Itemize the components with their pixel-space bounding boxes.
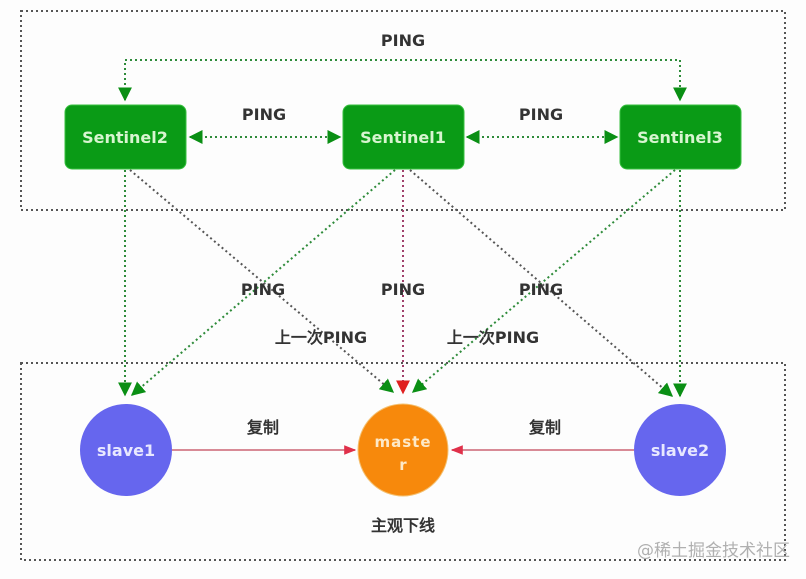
slave1-label: slave1 bbox=[97, 441, 155, 460]
slave1-node[interactable]: slave1 bbox=[80, 404, 172, 496]
link-sentinel2-sentinel3 bbox=[118, 59, 687, 102]
label-subjective-down: 主观下线 bbox=[371, 516, 435, 535]
sentinel3-label: Sentinel3 bbox=[637, 128, 723, 147]
label-ping-top: PING bbox=[381, 31, 425, 50]
sentinel1-label: Sentinel1 bbox=[360, 128, 446, 147]
label-last-ping-left: 上一次PING bbox=[275, 328, 367, 347]
slave2-node[interactable]: slave2 bbox=[634, 404, 726, 496]
link-sentinel2-master bbox=[129, 169, 395, 393]
label-ping-s1-s3: PING bbox=[519, 105, 563, 124]
redis-group-box bbox=[20, 362, 786, 561]
label-ping-center: PING bbox=[381, 280, 425, 299]
sentinel2-node[interactable]: Sentinel2 bbox=[64, 104, 187, 170]
label-ping-right: PING bbox=[519, 280, 563, 299]
label-last-ping-right: 上一次PING bbox=[447, 328, 539, 347]
master-node[interactable]: maste r bbox=[357, 403, 449, 497]
slave2-label: slave2 bbox=[651, 441, 709, 460]
master-label-line2: r bbox=[399, 456, 407, 474]
sentinel2-label: Sentinel2 bbox=[82, 128, 168, 147]
watermark: @稀土掘金技术社区 bbox=[637, 541, 790, 561]
link-sentinel3-master bbox=[411, 169, 676, 393]
master-label-line1: maste bbox=[374, 433, 431, 451]
label-ping-s2-s1: PING bbox=[242, 105, 286, 124]
label-ping-left: PING bbox=[241, 280, 285, 299]
label-replicate-left: 复制 bbox=[246, 418, 279, 437]
sentinel3-node[interactable]: Sentinel3 bbox=[619, 104, 742, 170]
label-replicate-right: 复制 bbox=[528, 418, 561, 437]
sentinel1-node[interactable]: Sentinel1 bbox=[342, 104, 465, 170]
